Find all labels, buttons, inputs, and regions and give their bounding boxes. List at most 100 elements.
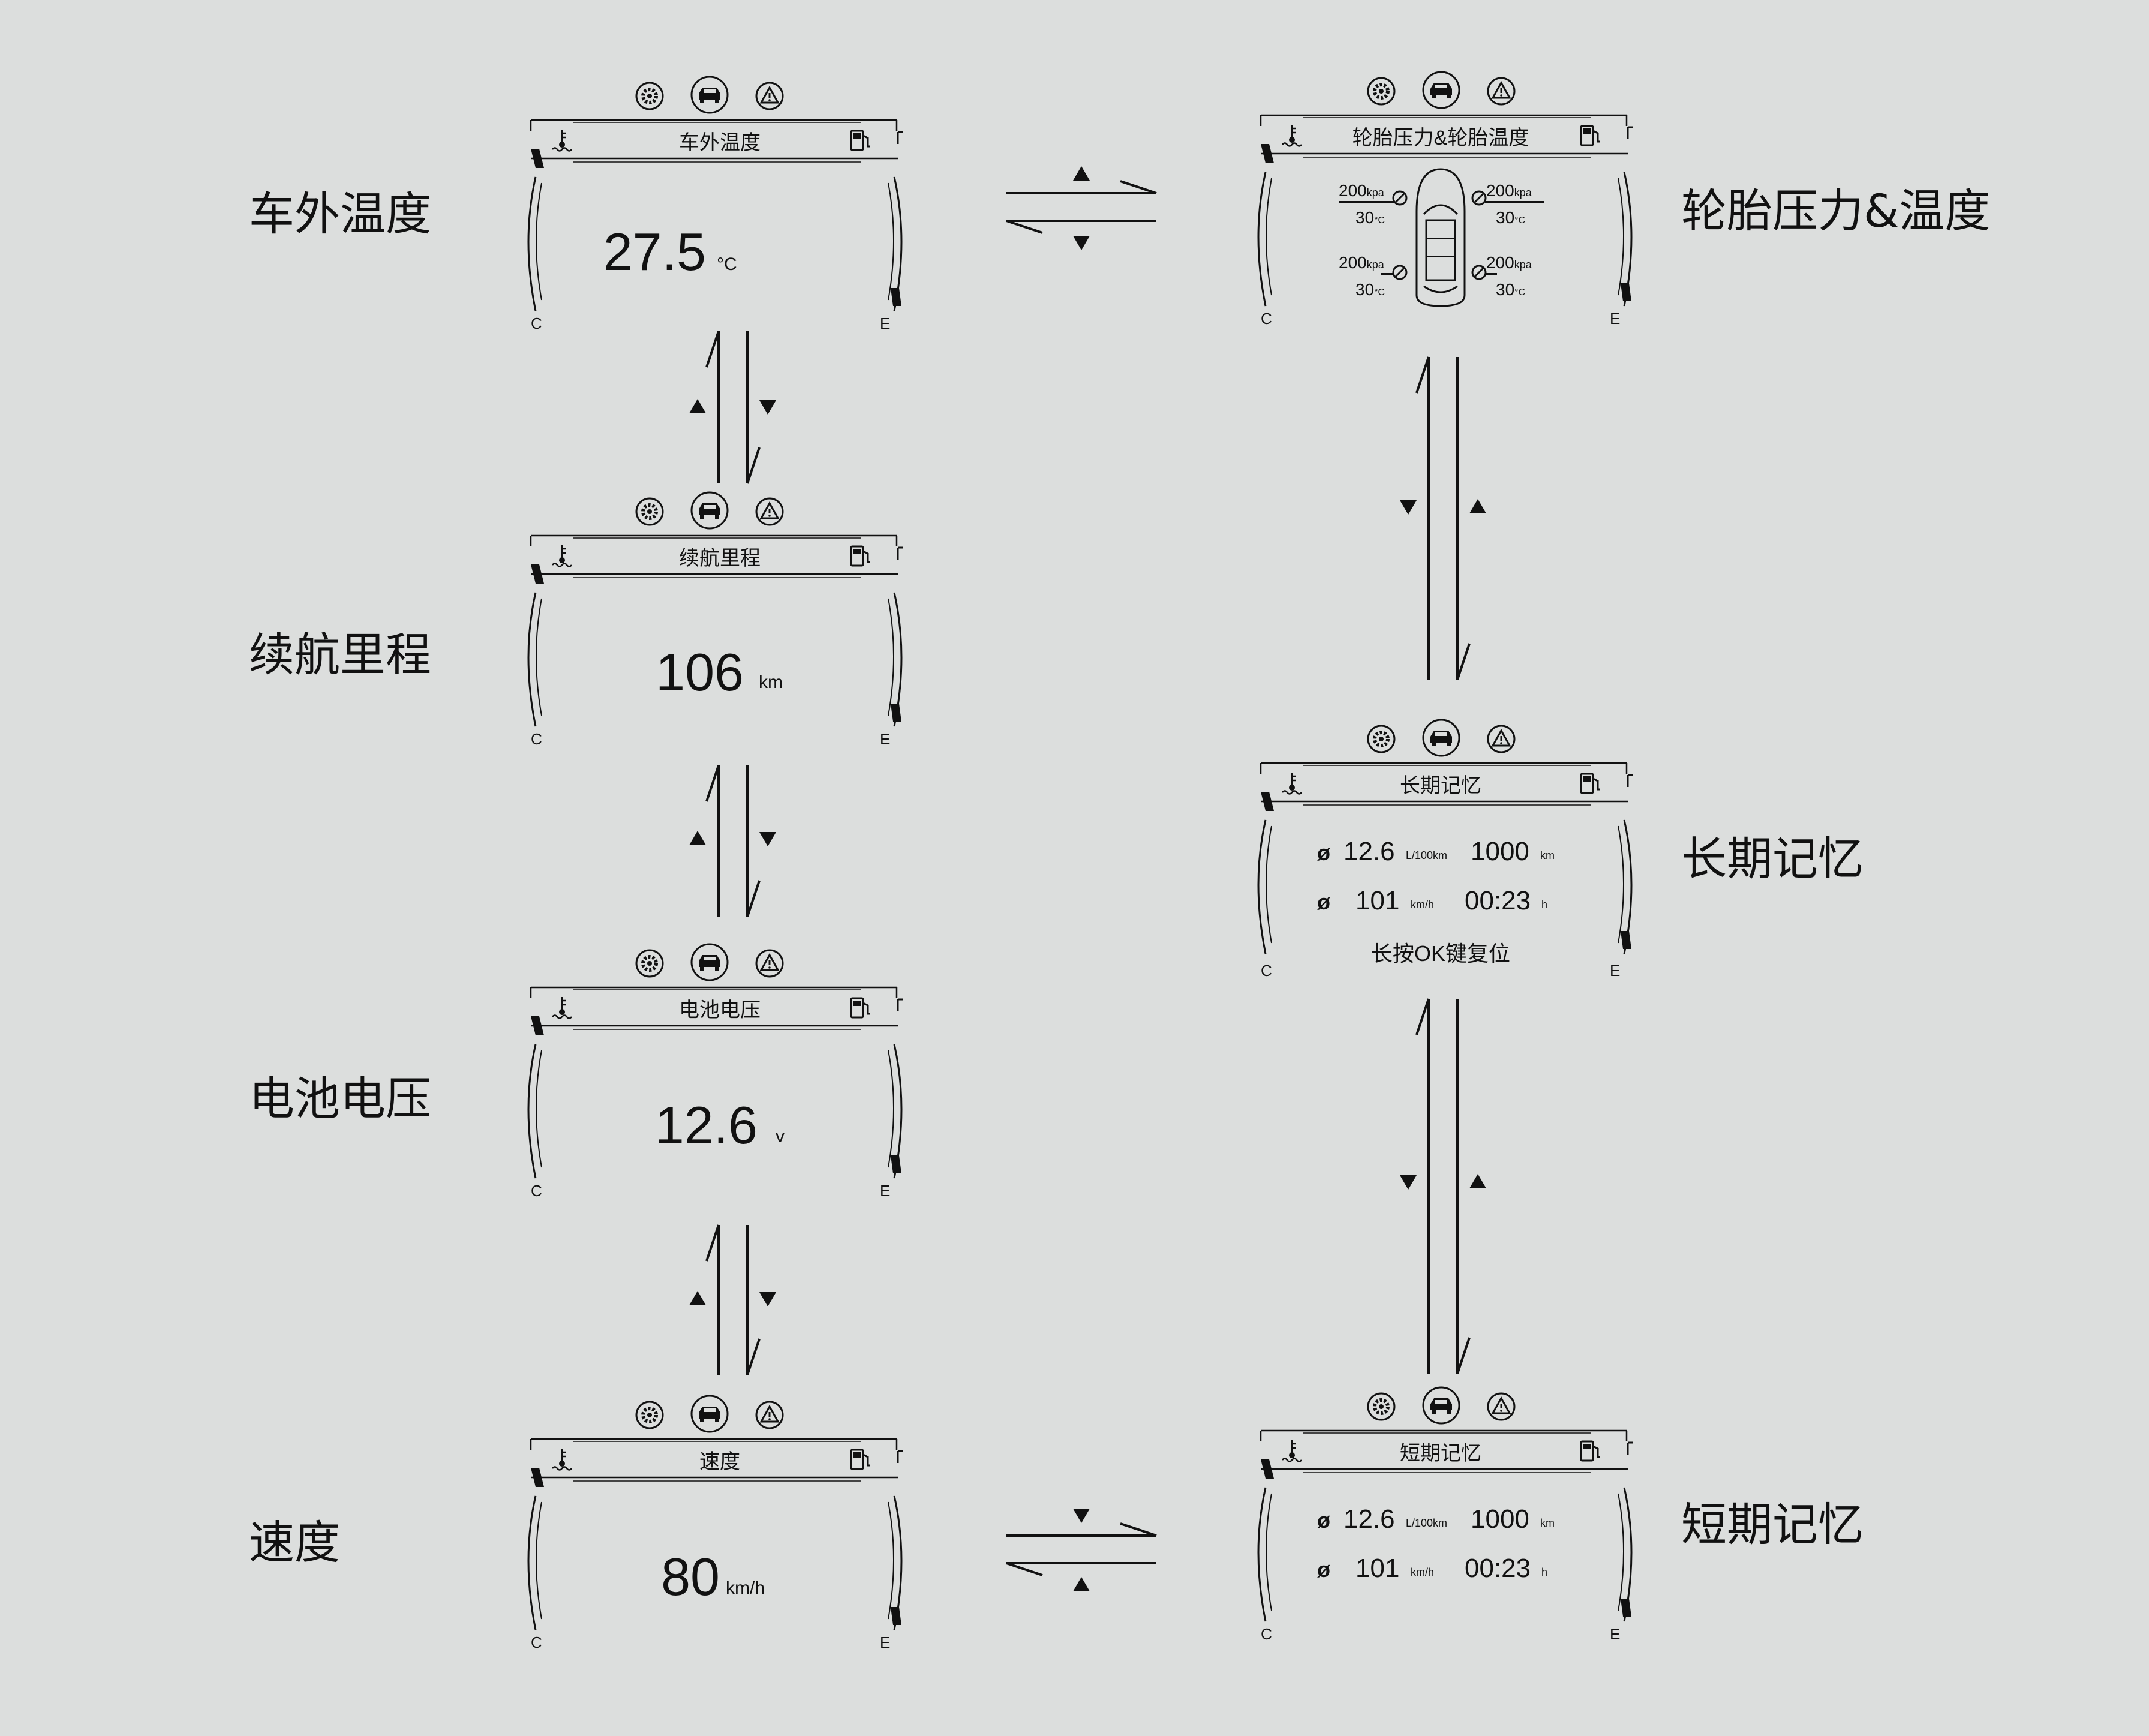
screen-title: 短期记忆 <box>1400 1442 1481 1465</box>
tire-rear-left: 200kpa 30°C <box>1339 253 1408 299</box>
speed-label: 速度 <box>249 1516 340 1569</box>
range-value: 106 <box>656 642 744 702</box>
gauge-label-left: C <box>531 314 542 332</box>
fuel-pump-icon <box>1580 773 1601 794</box>
fuel-pump-icon <box>850 130 871 151</box>
svg-text:30°C: 30°C <box>1355 208 1385 227</box>
distance-unit: km <box>1540 1517 1555 1529</box>
gear-icon <box>636 83 663 109</box>
car-icon <box>690 491 729 530</box>
average-icon: ø <box>1317 890 1330 914</box>
arrow-down-icon <box>1073 236 1090 250</box>
arrow-up-icon <box>1469 499 1486 513</box>
gear-icon <box>636 950 663 977</box>
car-icon <box>1422 71 1460 109</box>
outside-temp-unit: °C <box>717 254 737 274</box>
arrow-down-icon <box>759 832 776 846</box>
distance-value: 1000 <box>1471 1504 1529 1534</box>
nav-arrow-vertical <box>689 331 776 484</box>
coolant-temp-icon <box>551 1447 573 1471</box>
gauge-label-right: E <box>1610 1625 1620 1643</box>
avg-speed-unit: km/h <box>1411 1566 1434 1578</box>
screen-title: 续航里程 <box>679 547 761 570</box>
consumption-unit: L/100km <box>1406 849 1447 861</box>
consumption-value: 12.6 <box>1343 837 1395 866</box>
coolant-temp-icon <box>551 996 573 1020</box>
avg-speed-value: 101 <box>1355 1554 1399 1583</box>
car-icon <box>690 943 729 981</box>
screen-title: 速度 <box>699 1450 740 1473</box>
warning-triangle-icon <box>1487 77 1516 106</box>
battery-unit: v <box>776 1127 785 1146</box>
fuel-pump-icon <box>1580 125 1601 146</box>
long-term-label: 长期记忆 <box>1681 832 1864 885</box>
reset-hint: 长按OK键复位 <box>1371 941 1510 966</box>
tire-panel[interactable]: 轮胎压力&轮胎温度 200kpa 30°C 200kpa <box>1257 71 1634 328</box>
car-icon <box>690 1395 729 1433</box>
gauge-label-right: E <box>880 314 890 332</box>
nav-arrow-vertical <box>1400 998 1486 1374</box>
fuel-pump-icon <box>850 997 871 1019</box>
gear-icon <box>1368 1393 1394 1420</box>
arrow-up-icon <box>689 831 706 845</box>
car-icon <box>690 76 729 114</box>
nav-arrow-vertical <box>1400 356 1486 680</box>
arrow-down-icon <box>1073 1509 1090 1523</box>
average-icon: ø <box>1317 1557 1330 1582</box>
speed-panel[interactable]: 速度 80 km/h C E <box>527 1395 904 1651</box>
consumption-row: ø 12.6 L/100km 1000 km <box>1317 837 1555 866</box>
speed-unit: km/h <box>726 1578 765 1598</box>
svg-text:200kpa: 200kpa <box>1486 253 1532 272</box>
status-icon-row <box>636 1395 784 1433</box>
gear-icon <box>636 1402 663 1428</box>
tire-sensor-icon <box>1471 190 1487 206</box>
arrow-up-icon <box>1073 1577 1090 1591</box>
tire-sensor-icon <box>1471 265 1487 280</box>
coolant-temp-icon <box>1281 771 1303 795</box>
average-icon: ø <box>1317 840 1330 865</box>
gauge-label-left: C <box>531 730 542 748</box>
status-icon-row <box>1368 1386 1516 1425</box>
svg-text:30°C: 30°C <box>1496 280 1525 299</box>
outside-temp-panel[interactable]: 车外温度 27.5 °C C E <box>527 76 904 332</box>
long-term-panel[interactable]: 长期记忆 ø 12.6 L/100km 1000 km ø 101 km/h 0… <box>1257 719 1634 980</box>
gauge-label-left: C <box>531 1182 542 1200</box>
time-value: 00:23 <box>1465 1554 1531 1583</box>
gauge-label-right: E <box>880 730 890 748</box>
arrow-down-icon <box>759 1292 776 1306</box>
range-panel[interactable]: 续航里程 106 km C E <box>527 491 904 748</box>
warning-triangle-icon <box>755 1401 784 1429</box>
battery-value: 12.6 <box>655 1095 758 1155</box>
status-icon-row <box>1368 719 1516 757</box>
nav-arrow-vertical <box>689 765 776 917</box>
consumption-row: ø 12.6 L/100km 1000 km <box>1317 1504 1555 1534</box>
battery-panel[interactable]: 电池电压 12.6 v C E <box>527 943 904 1200</box>
distance-value: 1000 <box>1471 837 1529 866</box>
outside-temp-value: 27.5 <box>603 222 706 281</box>
coolant-temp-icon <box>1281 1439 1303 1463</box>
gauge-label-left: C <box>1261 310 1272 328</box>
gear-icon <box>636 498 663 525</box>
status-icon-row <box>636 943 784 981</box>
tire-sensor-icon <box>1392 190 1408 206</box>
tire-label: 轮胎压力&温度 <box>1681 184 1990 238</box>
gauge-label-right: E <box>1610 310 1620 328</box>
short-term-panel[interactable]: 短期记忆 ø 12.6 L/100km 1000 km ø 101 km/h 0… <box>1257 1386 1634 1643</box>
time-unit: h <box>1541 1566 1547 1578</box>
gauge-label-right: E <box>880 1633 890 1651</box>
nav-arrow-vertical <box>689 1224 776 1375</box>
arrow-up-icon <box>689 399 706 413</box>
tire-front-left: 200kpa 30°C <box>1339 181 1408 227</box>
tire-sensor-icon <box>1392 265 1408 280</box>
svg-text:30°C: 30°C <box>1496 208 1525 227</box>
nav-arrow-horizontal <box>1006 1509 1157 1591</box>
nav-arrows <box>689 166 1486 1591</box>
outside-temp-label: 车外温度 <box>249 187 431 241</box>
range-unit: km <box>759 672 783 692</box>
arrow-down-icon <box>759 400 776 415</box>
avg-speed-unit: km/h <box>1411 899 1434 911</box>
gauge-label-right: E <box>1610 962 1620 980</box>
nav-arrow-horizontal <box>1006 166 1157 250</box>
arrow-down-icon <box>1400 1175 1417 1190</box>
